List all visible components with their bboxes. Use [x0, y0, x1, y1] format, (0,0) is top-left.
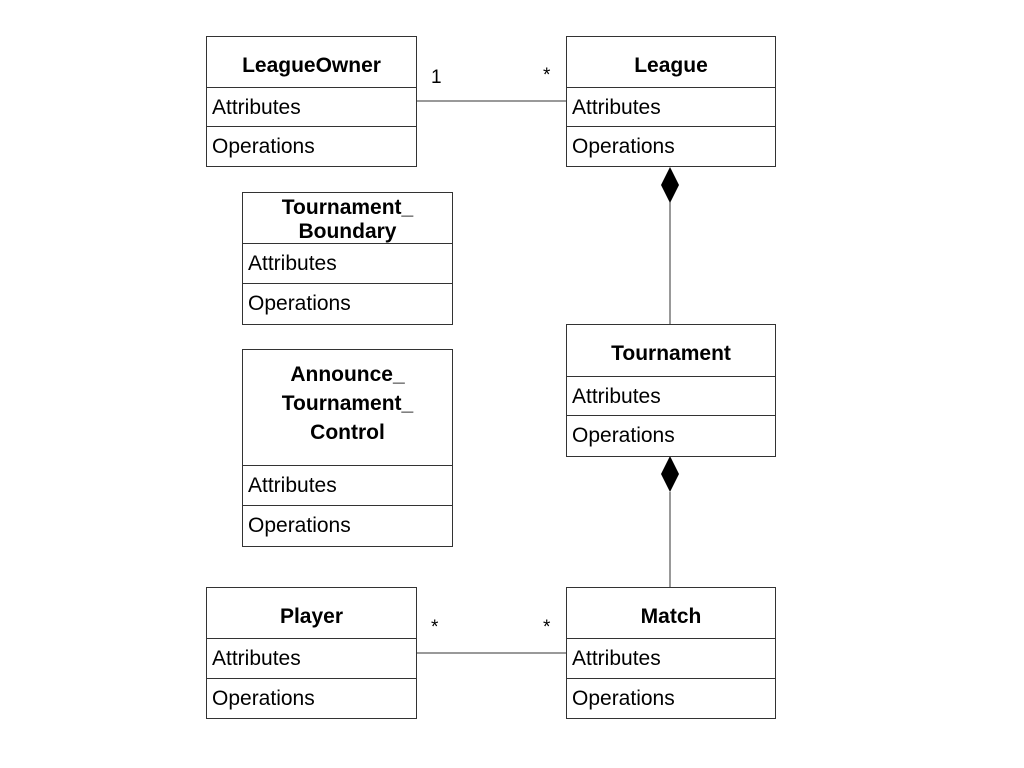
attributes-compartment: Attributes — [567, 88, 775, 127]
composition-diamond-league — [661, 167, 679, 203]
class-name-line: Announce_ — [290, 363, 405, 386]
class-name: Match — [567, 588, 775, 639]
class-name-line: League — [634, 54, 708, 77]
class-name: Announce_ Tournament_ Control — [243, 350, 452, 466]
class-tournament-boundary[interactable]: Tournament_ Boundary Attributes Operatio… — [242, 192, 453, 325]
class-name-line: Boundary — [298, 220, 397, 243]
class-name-line: Tournament_ — [281, 196, 414, 219]
class-name: Player — [207, 588, 416, 639]
class-match[interactable]: Match Attributes Operations — [566, 587, 776, 719]
operations-compartment: Operations — [212, 135, 315, 158]
attributes-compartment: Attributes — [567, 377, 775, 416]
attributes-compartment: Attributes — [207, 639, 416, 679]
attributes-compartment: Attributes — [243, 244, 452, 284]
class-league-owner[interactable]: LeagueOwner Attributes Operations — [206, 36, 417, 167]
multiplicity-player-side: * — [431, 617, 439, 638]
operations-compartment: Operations — [572, 424, 675, 447]
class-league[interactable]: League Attributes Operations — [566, 36, 776, 167]
attributes-compartment: Attributes — [207, 88, 416, 127]
class-name: Tournament — [567, 325, 775, 377]
class-name-line: Tournament_ — [281, 392, 414, 415]
operations-compartment: Operations — [248, 514, 351, 537]
multiplicity-league-side: * — [543, 65, 551, 86]
multiplicity-match-side: * — [543, 617, 551, 638]
class-name-line: Tournament — [611, 342, 731, 365]
class-name: LeagueOwner — [207, 37, 416, 88]
class-announce-tournament-control[interactable]: Announce_ Tournament_ Control Attributes… — [242, 349, 453, 547]
class-name: Tournament_ Boundary — [243, 193, 452, 244]
class-tournament[interactable]: Tournament Attributes Operations — [566, 324, 776, 457]
operations-compartment: Operations — [212, 687, 315, 710]
composition-diamond-tournament — [661, 456, 679, 492]
attributes-compartment: Attributes — [243, 466, 452, 506]
operations-compartment: Operations — [248, 292, 351, 315]
multiplicity-owner-side: 1 — [431, 67, 442, 88]
operations-compartment: Operations — [572, 687, 675, 710]
attributes-compartment: Attributes — [567, 639, 775, 679]
class-name-line: LeagueOwner — [242, 54, 381, 77]
class-name-line: Match — [640, 605, 702, 628]
class-name-line: Player — [279, 605, 344, 628]
class-name: League — [567, 37, 775, 88]
operations-compartment: Operations — [572, 135, 675, 158]
class-name-line: Control — [310, 421, 385, 444]
class-player[interactable]: Player Attributes Operations — [206, 587, 417, 719]
